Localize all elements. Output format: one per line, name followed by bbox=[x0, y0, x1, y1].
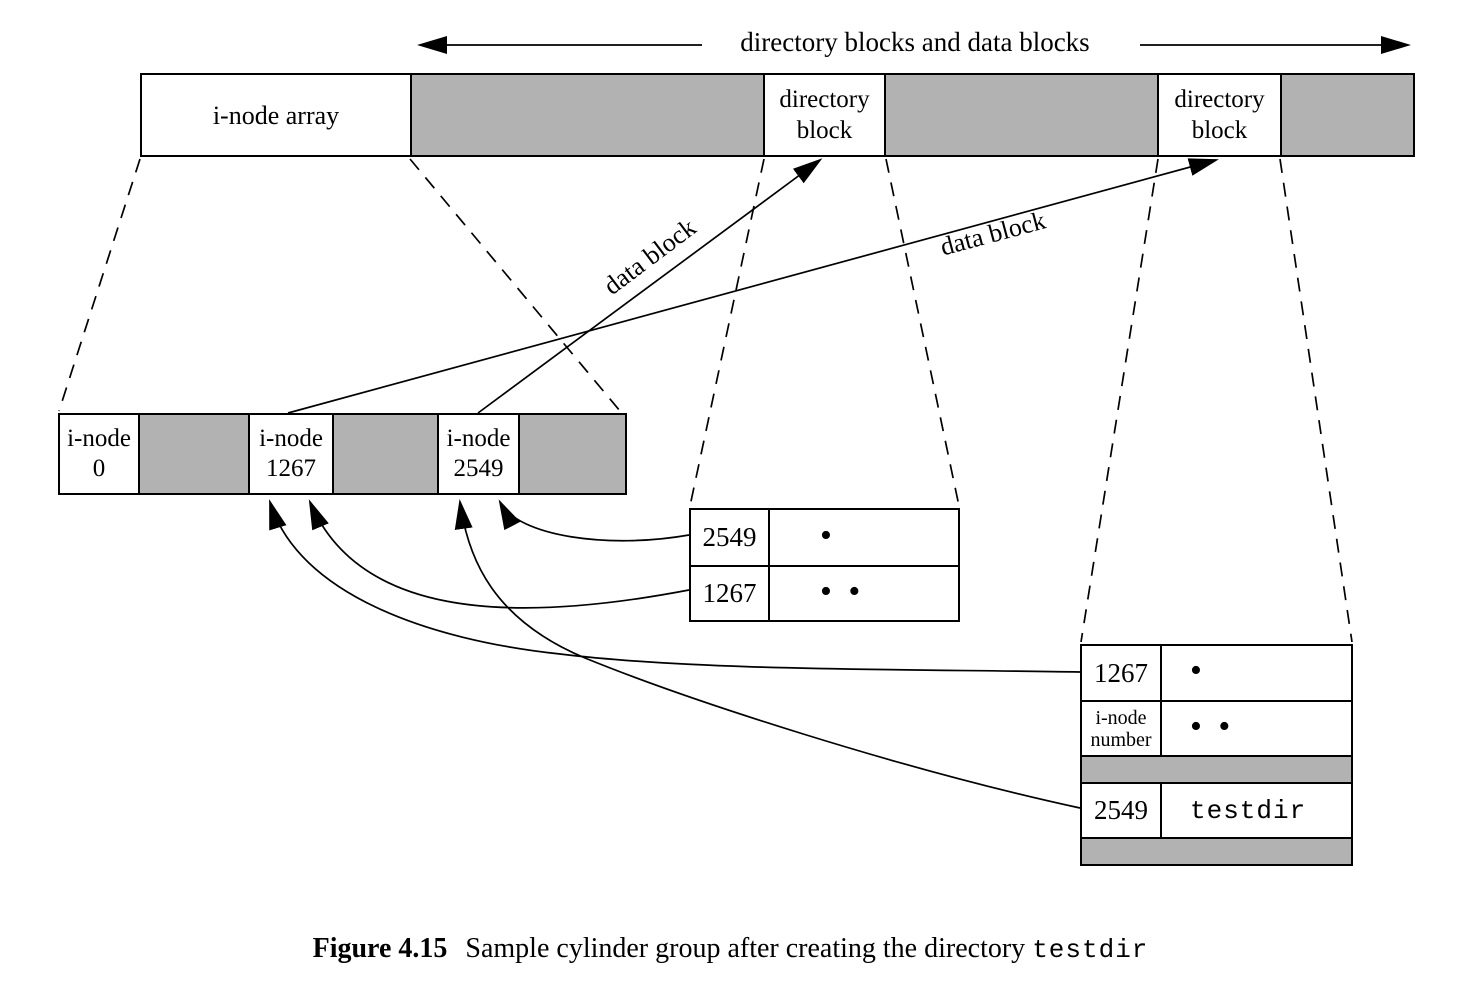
header-span-label: directory blocks and data blocks bbox=[740, 27, 1090, 57]
directory-block-cell-1: directory block bbox=[765, 75, 886, 155]
figure-caption: Figure 4.15 Sample cylinder group after c… bbox=[0, 933, 1461, 965]
inode-array-cell: i-node array bbox=[142, 75, 412, 155]
directory-block-1-label-line2: block bbox=[796, 117, 853, 144]
data-block-arrow-label-right: data block bbox=[937, 205, 1049, 262]
table-row: 2549 testdir bbox=[1082, 782, 1351, 837]
inode-array-label: i-node array bbox=[212, 100, 340, 130]
directory-block-1-label-line1: directory bbox=[779, 86, 870, 113]
inode-0-cell: i-node 0 bbox=[60, 415, 140, 493]
inode-2549-number: 2549 bbox=[453, 455, 504, 482]
entry-inode-number: 1267 bbox=[1082, 646, 1162, 700]
inode-gray-cell bbox=[140, 415, 250, 493]
caption-text: Sample cylinder group after creating the… bbox=[465, 933, 1026, 964]
table-row-gray-filler bbox=[1082, 837, 1351, 864]
data-blocks-segment bbox=[1282, 75, 1413, 155]
arrow-inode2549-to-dirblock1 bbox=[477, 158, 823, 414]
inode-gray-cell bbox=[520, 415, 625, 493]
directory-block-2-label-line1: directory bbox=[1174, 86, 1265, 113]
table-row: 1267 • • bbox=[691, 565, 958, 620]
inode-2549-cell: i-node 2549 bbox=[439, 415, 520, 493]
dash-dirblock2-right bbox=[1279, 158, 1353, 643]
inode-gray-cell bbox=[334, 415, 439, 493]
figure-number: Figure 4.15 bbox=[312, 933, 448, 964]
table-row: 2549 • bbox=[691, 510, 958, 565]
testdir-directory-block-table: 2549 • 1267 • • bbox=[689, 508, 960, 622]
inode-number-label-line2: number bbox=[1090, 728, 1152, 751]
dash-dirblock2-left bbox=[1080, 158, 1159, 643]
entry-inode-number: 1267 bbox=[691, 567, 770, 620]
dash-inode-array-left bbox=[58, 158, 141, 412]
inode-number-label-line1: i-node bbox=[1095, 706, 1147, 729]
arrow-inode1267-to-dirblock2 bbox=[287, 158, 1219, 414]
entry-inode-number: 2549 bbox=[1082, 784, 1162, 837]
entry-name-testdir: testdir bbox=[1190, 795, 1307, 826]
inode-1267-number: 1267 bbox=[266, 455, 316, 482]
directory-block-cell-2: directory block bbox=[1159, 75, 1282, 155]
data-block-arrow-label-left: data block bbox=[598, 212, 702, 301]
inode-1267-cell: i-node 1267 bbox=[250, 415, 334, 493]
inode-2549-label: i-node bbox=[446, 425, 511, 452]
data-blocks-segment bbox=[412, 75, 765, 155]
inode-1267-label: i-node bbox=[259, 425, 323, 452]
data-blocks-segment bbox=[886, 75, 1159, 155]
inode-number-column-label: i-node number bbox=[1082, 702, 1162, 755]
caption-code-testdir: testdir bbox=[1032, 935, 1149, 965]
inode-0-number: 0 bbox=[92, 455, 106, 482]
directory-block-2-label-line2: block bbox=[1191, 117, 1248, 144]
dash-dirblock1-right bbox=[885, 158, 960, 507]
table-row: i-node number • • bbox=[1082, 700, 1351, 755]
cylinder-group-bar: i-node array directory block directory b… bbox=[140, 73, 1415, 157]
table-row: 1267 • bbox=[1082, 646, 1351, 700]
table-row-gray-filler bbox=[1082, 755, 1351, 782]
inode-0-label: i-node bbox=[67, 425, 131, 452]
parent-directory-block-table: 1267 • i-node number • • 2549 testdir bbox=[1080, 644, 1353, 866]
arrow-dot-entry-to-inode2549 bbox=[498, 499, 690, 542]
entry-inode-number: 2549 bbox=[691, 510, 770, 565]
arrow-dotdot-entry-to-inode1267 bbox=[308, 499, 690, 609]
inode-array-detail-row: i-node 0 i-node 1267 i-node 2549 bbox=[58, 413, 627, 495]
